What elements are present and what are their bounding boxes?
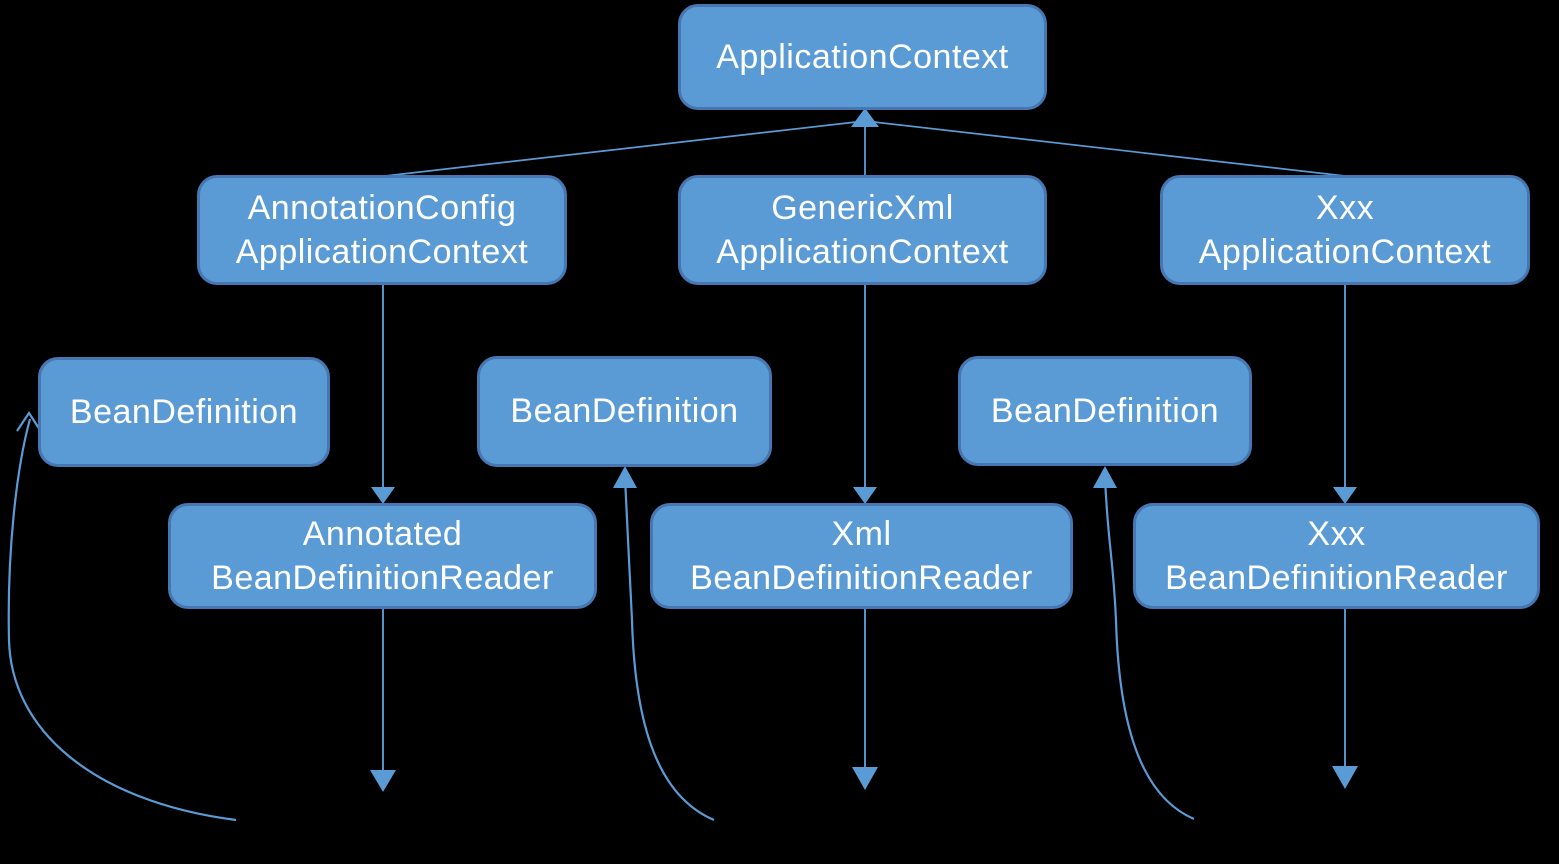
node-label-line1: Xxx xyxy=(1307,514,1366,553)
node-label-line1: Annotated xyxy=(302,514,463,553)
node-annotation-config-application-context: AnnotationConfig ApplicationContext xyxy=(197,175,567,285)
connector-genericxml-to-xmlreader xyxy=(853,285,877,504)
connector-annotatedreader-down xyxy=(370,609,396,792)
node-label-line2: BeanDefinitionReader xyxy=(211,559,554,597)
node-label-line1: Xml xyxy=(831,514,892,553)
node-bean-definition-middle: BeanDefinition xyxy=(477,356,772,467)
node-label: ApplicationContext xyxy=(716,37,1009,76)
curved-connector-to-beandefinition-right xyxy=(1093,466,1195,821)
connector-xxx-to-xxxreader xyxy=(1333,285,1357,504)
node-label-line1: AnnotationConfig xyxy=(247,188,517,227)
node-label-line2: BeanDefinitionReader xyxy=(1165,559,1508,597)
curved-connector-to-beandefinition-left xyxy=(7,410,237,822)
node-bean-definition-right: BeanDefinition xyxy=(958,356,1252,466)
node-label-line2: BeanDefinitionReader xyxy=(690,559,1033,597)
node-label-line2: ApplicationContext xyxy=(716,233,1009,271)
node-label: BeanDefinition xyxy=(510,392,739,431)
node-label: BeanDefinition xyxy=(990,391,1220,430)
connector-xmlreader-down xyxy=(852,609,878,790)
node-generic-xml-application-context: GenericXml ApplicationContext xyxy=(678,175,1047,285)
node-xxx-bean-definition-reader: Xxx BeanDefinitionReader xyxy=(1133,503,1540,609)
connector-annotationconfig-to-annotatedreader xyxy=(371,285,395,504)
node-application-context: ApplicationContext xyxy=(678,4,1047,110)
connector-xxxreader-down xyxy=(1332,609,1358,789)
arrowhead-up-applicationcontext xyxy=(851,108,879,127)
node-xxx-application-context: Xxx ApplicationContext xyxy=(1160,175,1530,285)
node-label-line2: ApplicationContext xyxy=(1198,233,1492,271)
connector-xxx-to-applicationcontext xyxy=(873,121,1346,177)
node-bean-definition-left: BeanDefinition xyxy=(38,357,330,467)
node-xml-bean-definition-reader: Xml BeanDefinitionReader xyxy=(650,503,1073,609)
connector-annotationconfig-to-applicationcontext xyxy=(384,121,857,177)
node-label: BeanDefinition xyxy=(69,392,299,431)
curved-connector-to-beandefinition-middle xyxy=(613,466,715,822)
node-label-line1: GenericXml xyxy=(771,188,954,227)
node-label-line1: Xxx xyxy=(1315,188,1375,227)
node-label-line2: ApplicationContext xyxy=(235,233,529,271)
node-annotated-bean-definition-reader: Annotated BeanDefinitionReader xyxy=(168,503,597,609)
